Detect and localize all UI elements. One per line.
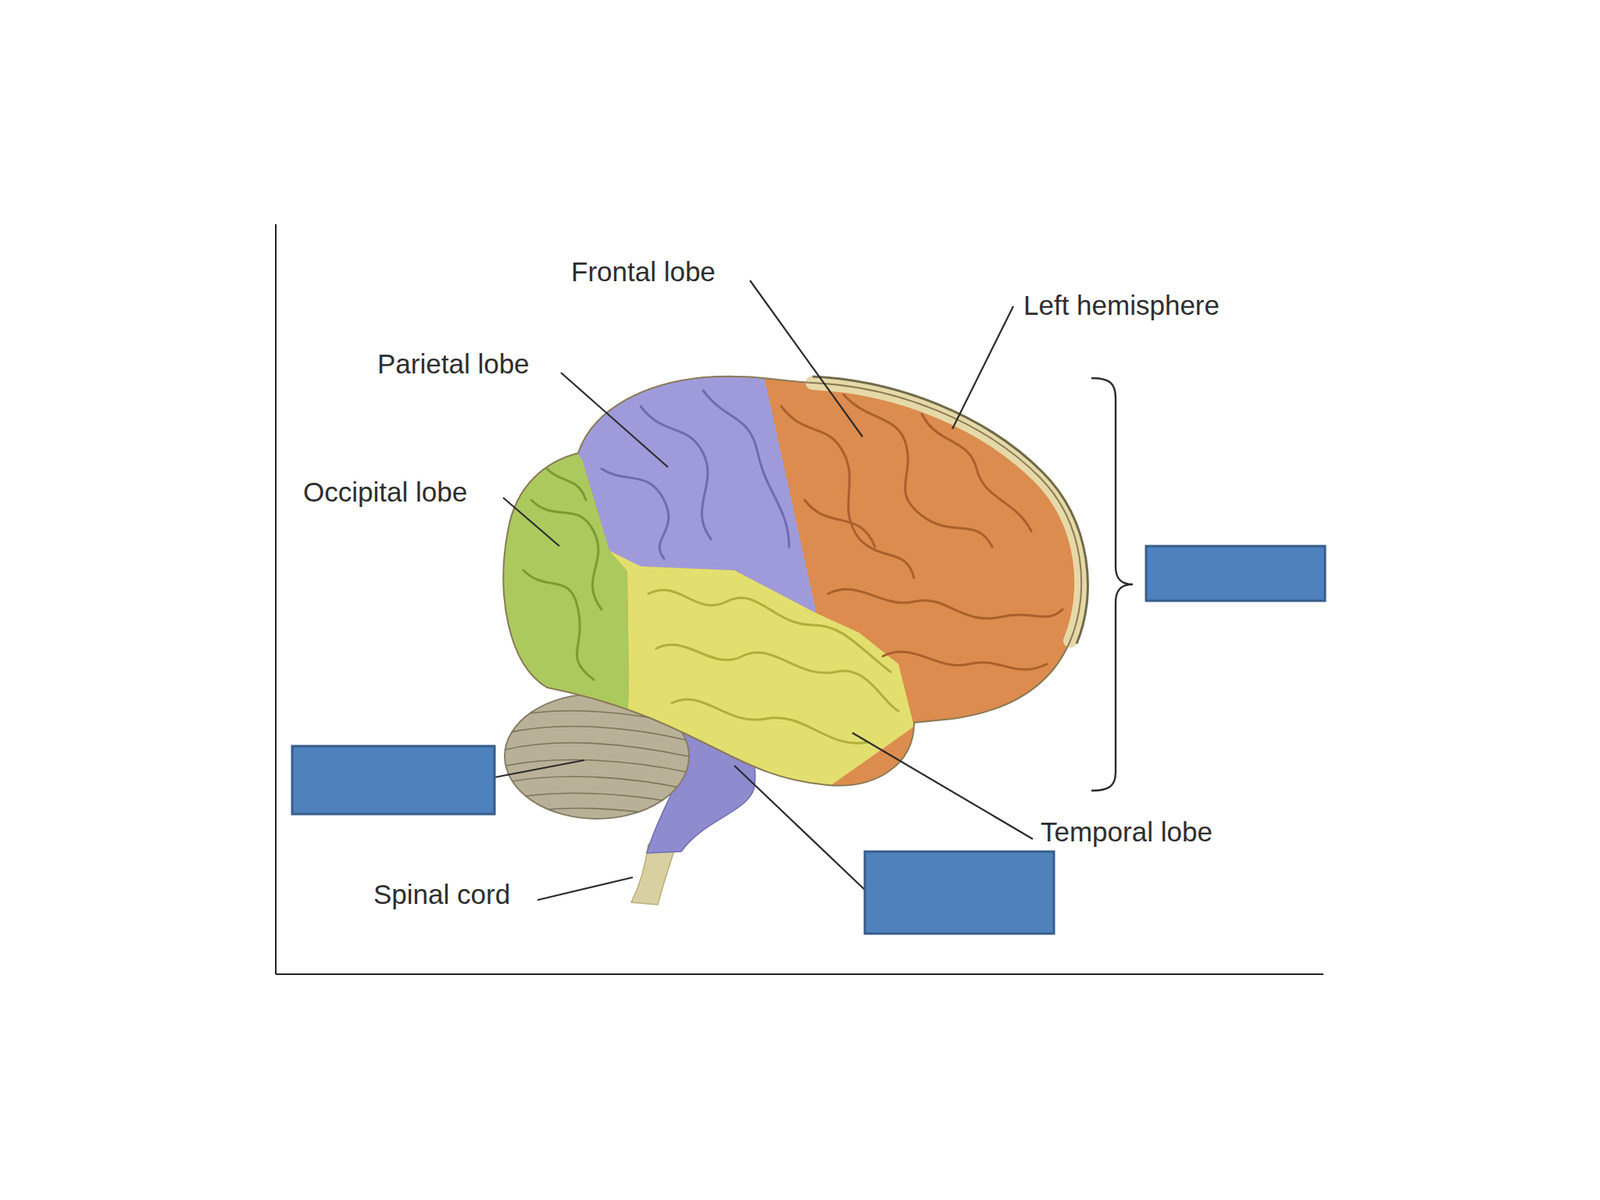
bracket	[1091, 378, 1133, 791]
blank-box	[1146, 546, 1325, 601]
temporal-region	[609, 550, 915, 821]
blank-box	[864, 851, 1054, 934]
part-label: Frontal lobe	[571, 257, 716, 288]
part-label: Occipital lobe	[303, 477, 468, 508]
part-label: Parietal lobe	[377, 349, 530, 380]
frame-line	[275, 224, 277, 975]
part-label: Temporal lobe	[1040, 817, 1213, 848]
hemisphere-edge	[812, 382, 1082, 641]
part-label: Left hemisphere	[1023, 290, 1220, 322]
gyri	[523, 390, 1063, 743]
frame-line	[275, 973, 1324, 975]
occipital-region	[468, 312, 629, 782]
cerebellum-folia	[500, 710, 696, 816]
blank-box	[292, 746, 495, 815]
leader-lines	[494, 280, 1033, 900]
part-label: Spinal cord	[373, 879, 511, 911]
brain-outline	[503, 376, 1082, 786]
